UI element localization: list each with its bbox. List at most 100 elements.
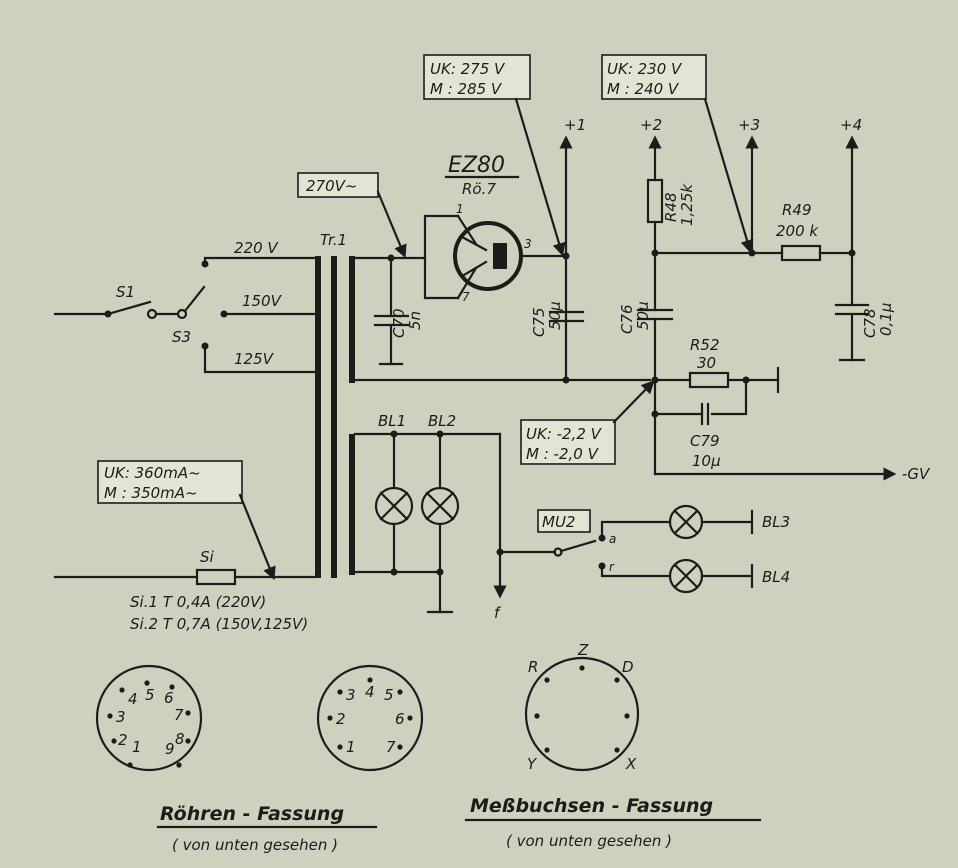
tube-socket2-pin4: 4 (365, 683, 375, 701)
voltage-275-arrow (514, 97, 566, 257)
transformer-label: Tr.1 (320, 231, 347, 249)
transformer-tr1 (315, 256, 355, 578)
voltage-neg22-arrow (612, 380, 655, 424)
tube-socket1-pin3: 3 (116, 708, 126, 726)
voltage-230-uk: UK: 230 V (607, 60, 683, 78)
r49-value: 200 k (776, 222, 819, 240)
r52-label: R52 (690, 336, 720, 354)
fuse-line (53, 568, 317, 586)
meas-pin-y: Y (527, 755, 538, 773)
output-plus1: +1 (564, 116, 586, 134)
tube-socket1-pin5: 5 (145, 686, 155, 704)
current-m: M : 350mA~ (104, 484, 198, 502)
tube-socket2-pin2: 2 (336, 710, 346, 728)
tube-socket-caption: Röhren - Fassung (160, 803, 344, 825)
c76-value: 50µ (634, 301, 652, 330)
tube-socket1-pin9: 9 (165, 740, 175, 758)
c70-value: 5n (406, 311, 424, 330)
tube-socket-noval (95, 664, 203, 772)
rail-plus2 (636, 135, 897, 481)
fuse-rating-1: Si.1 T 0,4A (220V) (130, 593, 266, 611)
tap-125-label: 125V (234, 350, 275, 368)
fuse-label: Si (200, 548, 215, 566)
tube-socket2-pin5: 5 (384, 686, 394, 704)
tube-socket1-pin4: 4 (128, 690, 138, 708)
tube-socket1-pin6: 6 (164, 689, 174, 707)
r52-value: 30 (697, 354, 716, 372)
current-uk: UK: 360mA~ (104, 464, 201, 482)
voltage-neg22-box (520, 419, 616, 465)
switch-s3-label: S3 (172, 328, 191, 346)
fuse-rating-2: Si.2 T 0,7A (150V,125V) (130, 615, 308, 633)
lamp-bl4-label: BL4 (762, 568, 790, 586)
hv-secondary (353, 214, 652, 382)
tube-pin1: 1 (456, 202, 464, 216)
switch-s1-label: S1 (116, 283, 135, 301)
voltage-270-box (297, 172, 379, 198)
meas-pin-r: R (528, 658, 538, 676)
tube-socket1-pin7: 7 (174, 706, 184, 724)
output-plus4: +4 (840, 116, 862, 134)
meas-socket-subcaption: ( von unten gesehen ) (506, 832, 672, 850)
switch-mu2-label: MU2 (542, 513, 575, 531)
tap-150-label: 150V (242, 292, 283, 310)
r48-value: 1,25k (678, 183, 696, 226)
tube-ref: Rö.7 (462, 180, 496, 198)
tube-pin7: 7 (462, 290, 470, 304)
r52-c79-network (651, 366, 780, 426)
tube-socket2-pin6: 6 (395, 710, 405, 728)
c78-value: 0,1µ (877, 303, 895, 336)
voltage-neg22-uk: UK: -2,2 V (526, 425, 603, 443)
measurement-socket (524, 656, 640, 772)
voltage-230-box (601, 54, 707, 100)
voltage-230-m: M : 240 V (607, 80, 680, 98)
voltage-275-m: M : 285 V (430, 80, 503, 98)
lamp-secondary (353, 430, 754, 614)
switch-mu2-r: r (609, 560, 615, 574)
output-gv: -GV (902, 465, 931, 483)
voltage-275-uk: UK: 275 V (430, 60, 506, 78)
c76-label: C76 (618, 304, 636, 334)
c79-value: 10µ (692, 452, 721, 470)
voltage-270-label: 270V~ (306, 177, 357, 195)
voltage-270-arrow (376, 190, 407, 259)
switch-mu2-a: a (609, 532, 616, 546)
tube-name: EZ80 (448, 153, 505, 178)
tube-socket1-pin2: 2 (118, 731, 128, 749)
mains-input (53, 256, 317, 374)
r48-label: R48 (662, 192, 680, 222)
c70-label: C70 (390, 308, 408, 338)
rail-plus1 (548, 135, 585, 384)
c75-label: C75 (530, 307, 548, 337)
lamp-bl3-label: BL3 (762, 513, 790, 531)
rail-plus3-plus4 (653, 135, 870, 362)
tube-socket2-pin3: 3 (346, 686, 356, 704)
tube-pin3: 3 (524, 237, 532, 251)
tube-socket2-pin1: 1 (346, 738, 356, 756)
meas-pin-d: D (622, 658, 634, 676)
tube-socket-subcaption: ( von unten gesehen ) (172, 836, 338, 854)
meas-pin-x: X (625, 755, 637, 773)
lamp-bl1-label: BL1 (378, 412, 406, 430)
tube-socket1-pin8: 8 (175, 730, 185, 748)
tube-socket2-pin7: 7 (386, 738, 396, 756)
current-box (97, 460, 276, 581)
c78-label: C78 (861, 308, 879, 338)
voltage-neg22-m: M : -2,0 V (526, 445, 600, 463)
output-plus2: +2 (640, 116, 662, 134)
tube-ez80 (453, 214, 568, 300)
output-plus3: +3 (738, 116, 760, 134)
c79-label: C79 (690, 432, 720, 450)
meas-pin-z: Z (577, 641, 589, 659)
voltage-275-box (423, 54, 531, 100)
switch-mu2-box (537, 509, 591, 533)
output-f: f (494, 604, 502, 622)
voltage-230-arrow (703, 97, 754, 254)
lamp-bl2-label: BL2 (428, 412, 456, 430)
meas-socket-caption: Meßbuchsen - Fassung (470, 795, 713, 817)
c75-value: 50µ (546, 301, 564, 330)
r49-label: R49 (782, 201, 812, 219)
tap-220-label: 220 V (234, 239, 279, 257)
tube-socket1-pin1: 1 (132, 738, 142, 756)
